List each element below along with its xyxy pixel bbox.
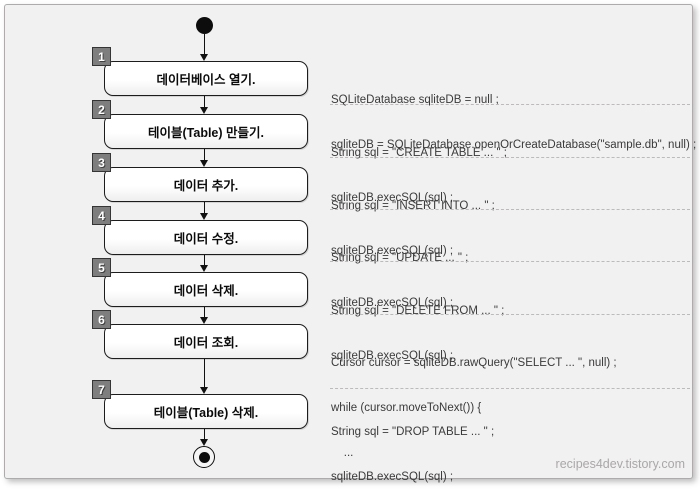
watermark-text: recipes4dev.tistory.com [555, 457, 685, 471]
flow-box-insert-data: 데이터 추가. [104, 167, 308, 202]
end-node [193, 446, 215, 468]
code-line: sqliteDB.execSQL(sql) ; [331, 297, 454, 309]
code-block-create-table: String sql = "CREATE TABLE ... " ; sqlit… [331, 116, 687, 236]
step-number-badge-1: 1 [92, 47, 111, 66]
flow-box-label: 데이터베이스 열기. [156, 73, 256, 87]
code-line: sqliteDB.execSQL(sql) ; [331, 471, 454, 483]
dashed-separator [330, 104, 690, 105]
arrowhead-icon [200, 160, 208, 167]
flow-box-label: 데이터 수정. [173, 232, 239, 246]
code-line: String sql = "INSERT INTO ... " ; [331, 200, 495, 212]
flow-arrow [200, 34, 209, 61]
flow-box-open-database: 데이터베이스 열기. [104, 61, 308, 96]
flow-box-label: 데이터 삭제. [173, 284, 239, 298]
flow-box-label: 데이터 조회. [173, 336, 239, 350]
flow-arrow [200, 427, 209, 446]
dashed-separator [330, 261, 690, 262]
code-line: String sql = "UPDATE ... " ; [331, 252, 469, 264]
arrowhead-icon [200, 213, 208, 220]
dashed-separator [330, 209, 690, 210]
arrowhead-icon [200, 439, 208, 446]
code-line: String sql = "CREATE TABLE ... " ; [331, 147, 507, 159]
code-line: sqliteDB.execSQL(sql) ; [331, 245, 454, 257]
flow-box-query-data: 데이터 조회. [104, 324, 308, 359]
arrowhead-icon [200, 107, 208, 114]
step-number-badge-4: 4 [92, 206, 111, 225]
arrowhead-icon [200, 387, 208, 394]
code-line: String sql = "DROP TABLE ... " ; [331, 426, 495, 438]
flow-box-label: 데이터 추가. [173, 179, 239, 193]
code-line: sqliteDB.execSQL(sql) ; [331, 192, 454, 204]
flow-box-create-table: 테이블(Table) 만들기. [104, 114, 308, 149]
flow-box-drop-table: 테이블(Table) 삭제. [104, 394, 308, 429]
flow-arrow [200, 94, 209, 114]
flow-box-update-data: 데이터 수정. [104, 220, 308, 255]
code-line: String sql = "DELETE FROM ... " ; [331, 305, 505, 317]
step-number-badge-2: 2 [92, 100, 111, 119]
code-line: sqliteDB = SQLiteDatabase.openOrCreateDa… [331, 139, 697, 151]
flow-arrow [200, 200, 209, 220]
dashed-separator [330, 314, 690, 315]
step-number-badge-5: 5 [92, 258, 111, 277]
flow-arrow [200, 305, 209, 324]
arrowhead-icon [200, 54, 208, 61]
flow-arrow [200, 147, 209, 167]
arrowhead-icon [200, 317, 208, 324]
end-node-dot [198, 451, 210, 463]
code-block-open-database: SQLiteDatabase sqliteDB = null ; sqliteD… [331, 63, 697, 183]
step-number-badge-3: 3 [92, 153, 111, 172]
flow-arrow [200, 253, 209, 272]
flow-arrow [200, 357, 209, 394]
code-line: while (cursor.moveToNext()) { [331, 402, 482, 414]
step-number-badge-7: 7 [92, 380, 111, 399]
code-line: SQLiteDatabase sqliteDB = null ; [331, 94, 499, 106]
start-node [196, 17, 213, 34]
code-block-drop-table: String sql = "DROP TABLE ... " ; sqliteD… [331, 395, 687, 491]
step-number-badge-6: 6 [92, 310, 111, 329]
code-line: Cursor cursor = sqliteDB.rawQuery("SELEC… [331, 357, 617, 369]
arrowhead-icon [200, 265, 208, 272]
code-line: sqliteDB.execSQL(sql) ; [331, 350, 454, 362]
flow-box-label: 테이블(Table) 삭제. [153, 406, 259, 420]
dashed-separator [330, 157, 690, 158]
flow-box-delete-data: 데이터 삭제. [104, 272, 308, 307]
dashed-separator [330, 388, 690, 389]
code-block-query-data: Cursor cursor = sqliteDB.rawQuery("SELEC… [331, 326, 687, 491]
flow-box-label: 테이블(Table) 만들기. [148, 126, 264, 140]
code-line: ... [331, 447, 354, 459]
